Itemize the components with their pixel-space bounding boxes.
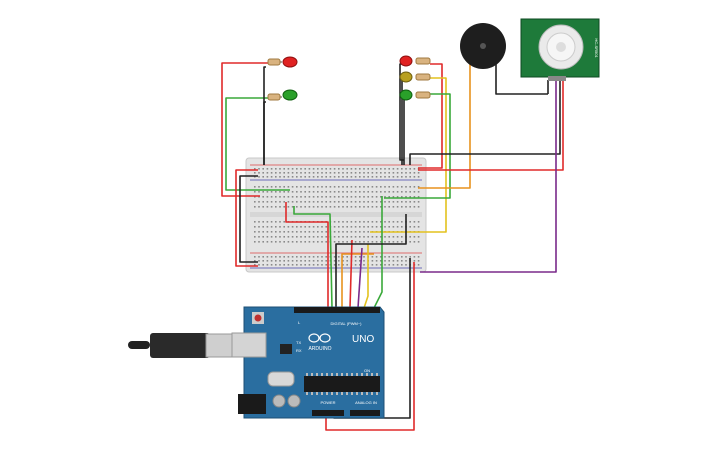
wire-green-d12 [293,206,333,309]
led-green-left[interactable] [267,89,298,101]
wire-black-leds-left2 [263,101,266,165]
arduino-logo [308,333,331,343]
on-label: ON [364,368,370,373]
resistor-4 [415,73,431,81]
l-label: L [298,320,301,325]
wire-black-rail-left [239,175,258,263]
power-header-label: POWER [320,400,335,405]
wire-purple-pir [420,80,557,273]
pir-side-label: HC-SR501 [594,38,599,58]
wire-green-led2 [225,97,290,191]
wire-yellow-led4 [370,77,447,233]
led-red-right[interactable] [399,55,431,67]
usb-cable [128,333,237,358]
arduino-uno[interactable]: DIGITAL (PWM~) ARDUINO UNO L TX RX ON PO… [128,306,385,419]
piezo-buzzer[interactable] [460,23,506,69]
power-header[interactable] [312,410,344,416]
resistor-1 [267,58,281,66]
wire-orange-buzzer [418,58,471,189]
rx-label: RX [296,348,302,353]
wire-red-d10 [349,239,353,309]
wire-red-led3 [418,63,443,169]
wire-red-rail-left [235,169,258,267]
wire-green-led5 [384,93,451,199]
wire-black-led-cluster3 [403,95,406,165]
wire-red-led1 [221,62,268,197]
brand-text: ARDUINO [308,346,331,352]
wire-green-d7 [373,196,383,309]
wire-red-d13 [285,202,329,308]
wire-orange-d11 [341,253,374,308]
wire-yellow-d8 [363,244,369,309]
resistor-3 [415,57,431,65]
analog-header[interactable] [350,410,380,416]
led-red-left[interactable] [267,56,298,68]
wire-black-gnd-top [335,214,407,308]
wire-black-pir [409,80,561,165]
tx-label: TX [296,340,301,345]
resistor-5 [415,91,431,99]
wire-black-buzzer [495,58,548,95]
digital-header[interactable] [294,307,380,313]
resistor-2 [267,93,281,101]
pir-sensor[interactable]: HC-SR501 [520,18,600,81]
wire-red-pir [418,80,564,171]
led-yellow-right[interactable] [399,71,431,83]
model-text: UNO [352,334,374,345]
wire-purple-d9 [357,247,363,309]
atmega-chip [304,376,380,392]
digital-header-label: DIGITAL (PWM~) [331,321,363,326]
analog-header-label: ANALOG IN [355,400,377,405]
chip-pins [306,373,378,395]
led-green-right[interactable] [399,89,431,101]
